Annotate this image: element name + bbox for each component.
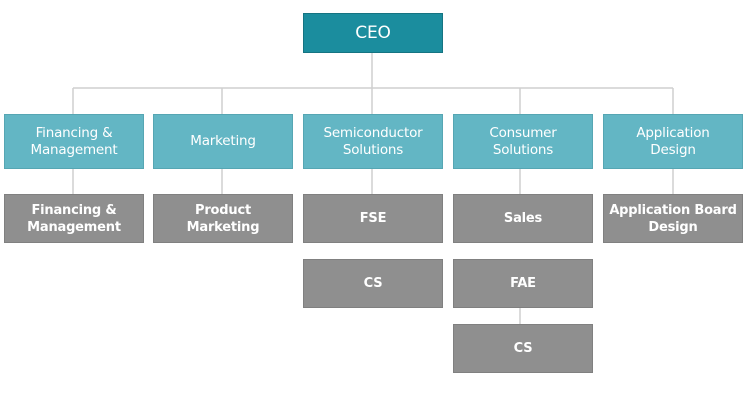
sub-product-marketing: Product Marketing [153, 194, 293, 243]
dept-financing-management: Financing & Management [4, 114, 144, 169]
dept-application-design: Application Design [603, 114, 743, 169]
dept-marketing: Marketing [153, 114, 293, 169]
sub-financing-management: Financing & Management [4, 194, 144, 243]
sub-consumer-cs: CS [453, 324, 593, 373]
dept-semiconductor-solutions: Semiconductor Solutions [303, 114, 443, 169]
ceo-box: CEO [303, 13, 443, 53]
sub-fae: FAE [453, 259, 593, 308]
sub-semiconductor-cs: CS [303, 259, 443, 308]
sub-application-board-design: Application Board Design [603, 194, 743, 243]
sub-fse: FSE [303, 194, 443, 243]
dept-consumer-solutions: Consumer Solutions [453, 114, 593, 169]
sub-sales: Sales [453, 194, 593, 243]
